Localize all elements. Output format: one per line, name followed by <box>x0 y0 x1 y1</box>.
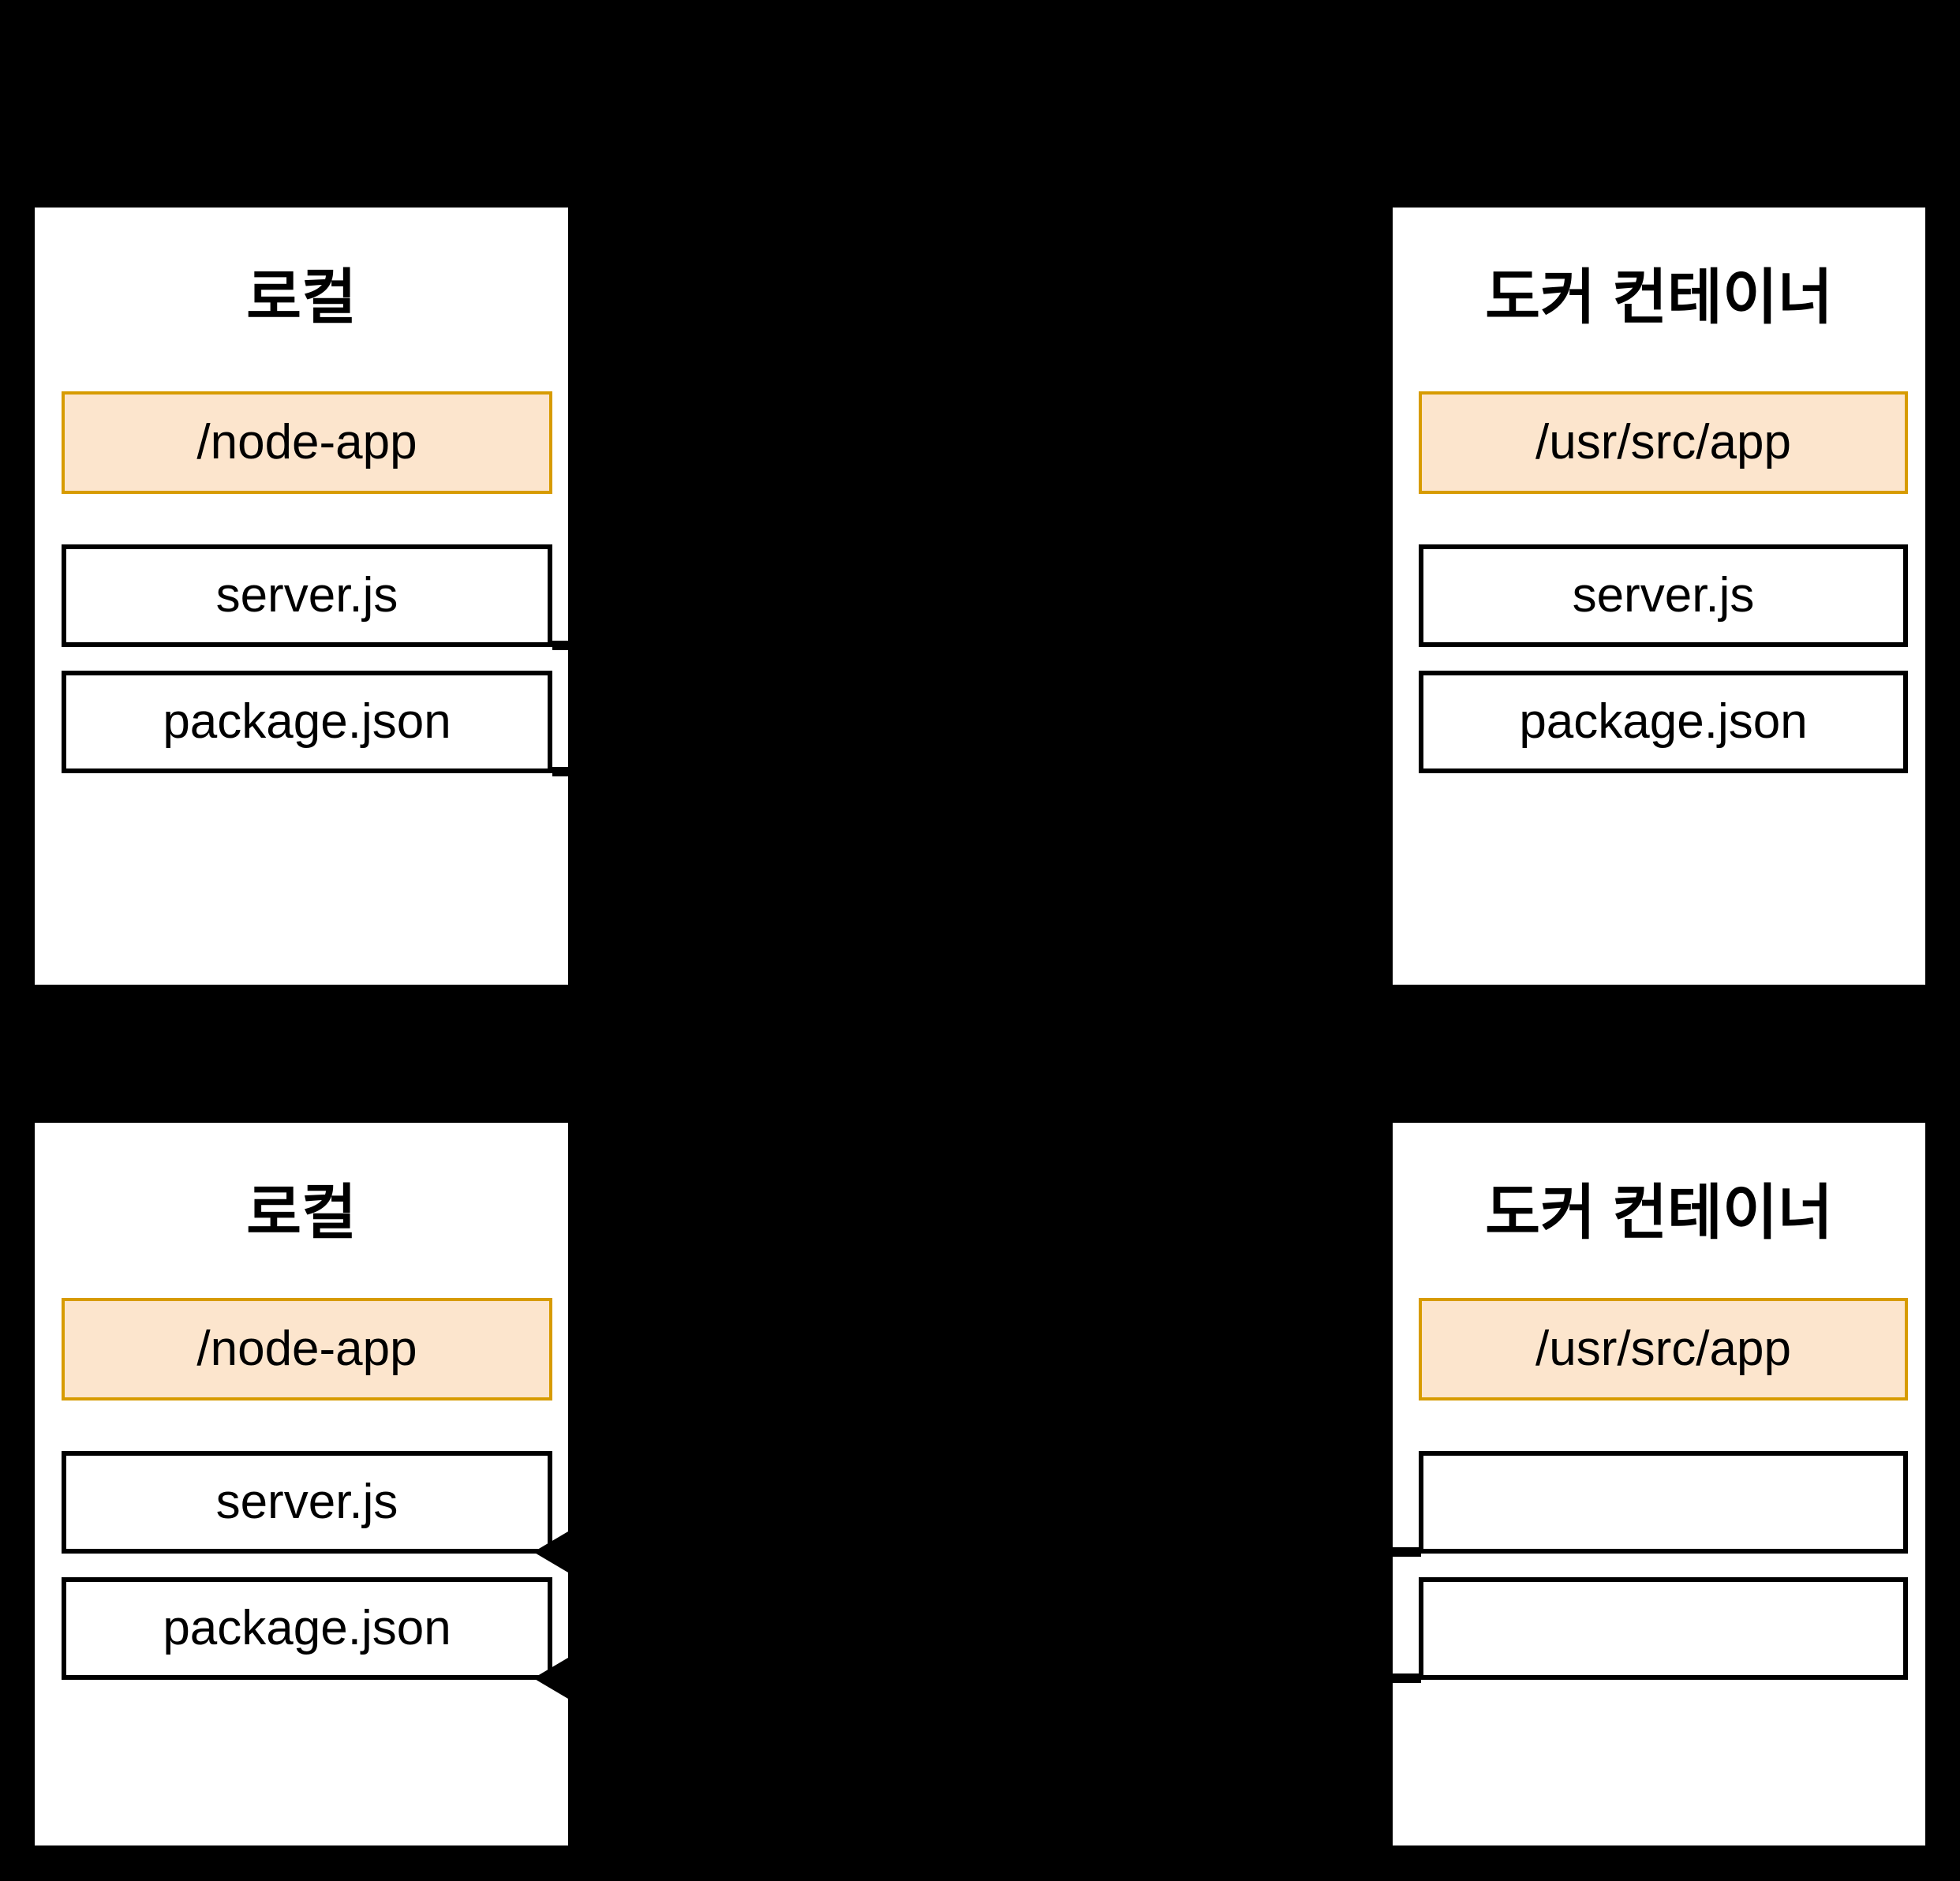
connector-line-server-js <box>552 641 600 650</box>
panel-title: 도커 컨테이너 <box>1485 1180 1833 1247</box>
file-node-server-js[interactable]: server.js <box>62 544 552 647</box>
panel-title: 도커 컨테이너 <box>1485 264 1833 331</box>
connector-arrowhead-package-json <box>1358 751 1393 792</box>
connector-line-server-js <box>1374 1547 1421 1557</box>
file-node-package-json[interactable]: package.json <box>1419 671 1908 773</box>
connector-arrowhead-package-json <box>533 1658 568 1699</box>
file-node-server-js[interactable]: server.js <box>1419 544 1908 647</box>
connector-arrowhead-server-js <box>533 1531 568 1572</box>
panel-bottom-left-local: 로컬 /node-app server.js package.json <box>35 1123 568 1845</box>
directory-node-node-app[interactable]: /node-app <box>62 391 552 494</box>
connector-line-package-json <box>552 767 600 776</box>
panel-title: 로컬 <box>246 264 357 331</box>
panel-bottom-right-docker-container: 도커 컨테이너 /usr/src/app <box>1393 1123 1925 1845</box>
directory-node-node-app[interactable]: /node-app <box>62 1298 552 1400</box>
panel-top-left-local: 로컬 /node-app server.js package.json <box>35 208 568 985</box>
panel-top-right-docker-container: 도커 컨테이너 /usr/src/app server.js package.j… <box>1393 208 1925 985</box>
file-node-package-json[interactable]: package.json <box>62 671 552 773</box>
connector-arrowhead-server-js <box>1358 625 1393 666</box>
file-node-package-json[interactable]: package.json <box>62 1577 552 1680</box>
directory-node-usr-src-app[interactable]: /usr/src/app <box>1419 391 1908 494</box>
file-node-server-js[interactable]: server.js <box>62 1451 552 1554</box>
directory-node-usr-src-app[interactable]: /usr/src/app <box>1419 1298 1908 1400</box>
connector-line-package-json <box>1374 1673 1421 1683</box>
file-node-empty-2[interactable] <box>1419 1577 1908 1680</box>
file-node-empty-1[interactable] <box>1419 1451 1908 1554</box>
panel-title: 로컬 <box>246 1180 357 1247</box>
